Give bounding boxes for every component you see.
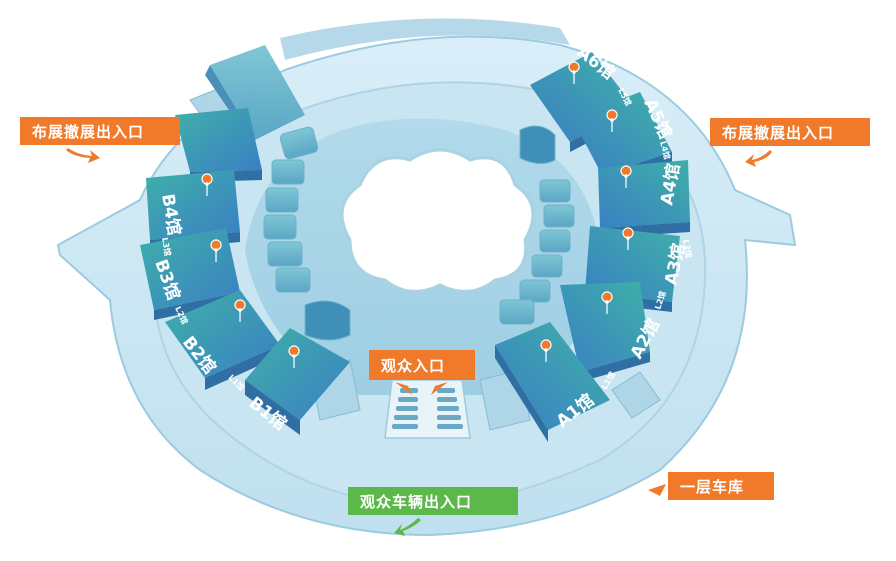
direction-arrow-icon <box>395 382 412 395</box>
sign-vehicle-exit-text: 观众车辆出入口 <box>360 493 472 511</box>
sign-setup-left-text: 布展撤展出入口 <box>32 123 144 141</box>
direction-arrow-icon <box>745 150 772 167</box>
sign-visitor-entrance: 观众入口 <box>369 350 475 395</box>
pin-dots <box>205 70 630 358</box>
entrance-gate <box>384 379 471 439</box>
sign-setup-right-text: 布展撤展出入口 <box>722 124 834 142</box>
hall-l3-right-label: L3馆 <box>681 239 694 259</box>
hall-l4-right-label: L4馆 <box>658 140 672 161</box>
hall-a4: A4馆 <box>598 160 690 238</box>
sign-garage-text: 一层车库 <box>680 478 744 496</box>
direction-arrow-icon <box>394 518 421 536</box>
hall-b1: B1馆 <box>245 328 350 435</box>
hall-l3-left-label: L3馆 <box>160 237 173 257</box>
hall-b4: B4馆 <box>146 170 240 250</box>
inner-pavilions-left <box>263 126 351 341</box>
direction-arrow-icon <box>648 484 666 496</box>
sign-setup-left: 布展撤展出入口 <box>20 117 180 163</box>
sign-vehicle-exit: 观众车辆出入口 <box>348 487 518 536</box>
inner-pavilions-right <box>499 125 575 325</box>
sign-visitor-entrance-text: 观众入口 <box>381 357 445 375</box>
sign-garage: 一层车库 <box>648 472 774 500</box>
sign-setup-right: 布展撤展出入口 <box>710 118 870 167</box>
direction-arrow-icon <box>66 148 100 163</box>
direction-arrow-icon <box>431 382 448 395</box>
